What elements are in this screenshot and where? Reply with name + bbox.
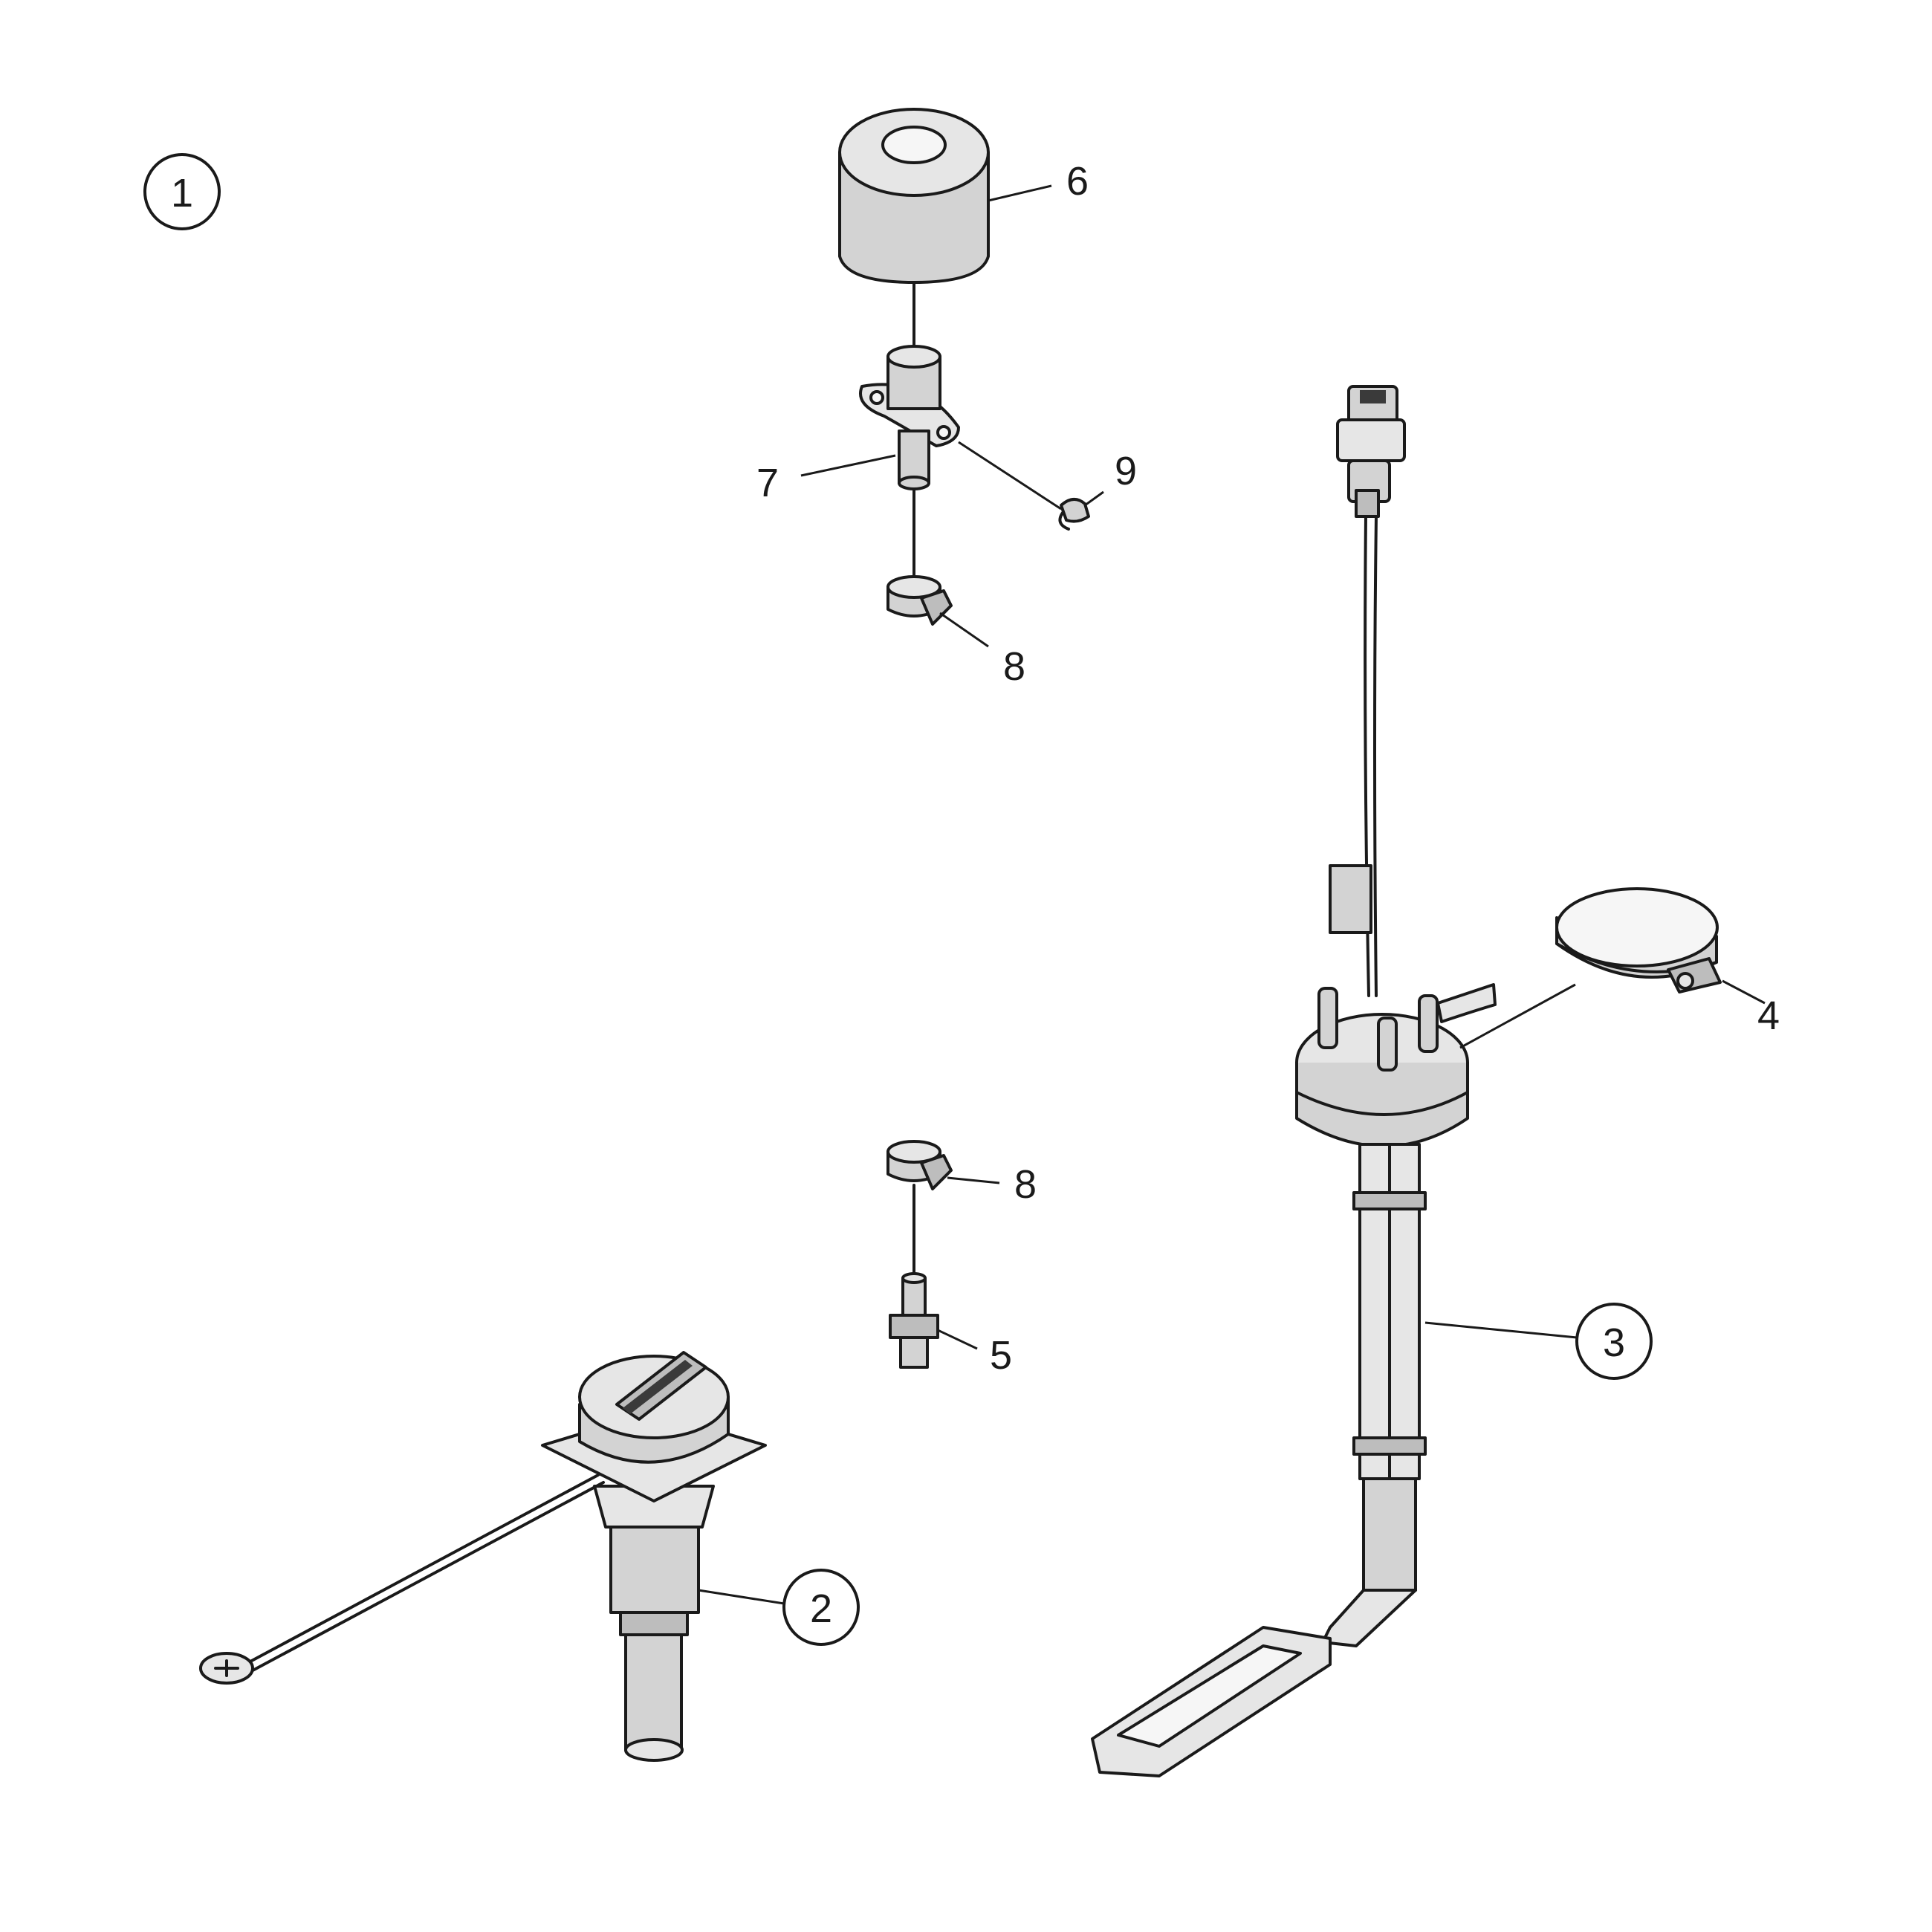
part-5-fitting [889, 1272, 939, 1369]
part-8-clamp-mid [886, 1140, 953, 1280]
part-3-pump-assembly [1091, 385, 1497, 1777]
svg-text:8: 8 [1014, 1162, 1037, 1207]
svg-text:3: 3 [1603, 1320, 1625, 1365]
part-7-flange-pipe [859, 345, 1062, 581]
callout-2: 2 [698, 1569, 860, 1646]
leader-4-to-assembly [1459, 983, 1576, 1049]
svg-text:9: 9 [1115, 449, 1137, 493]
callout-5: 5 [937, 1329, 1012, 1378]
svg-text:4: 4 [1757, 993, 1780, 1038]
part-8-clamp-top [886, 575, 953, 626]
callout-8-mid: 8 [947, 1162, 1037, 1207]
callout-3: 3 [1424, 1303, 1653, 1380]
part-4-band-clamp [1555, 887, 1722, 993]
callout-6: 6 [988, 159, 1089, 204]
svg-text:5: 5 [990, 1333, 1012, 1378]
callout-9: 9 [1084, 449, 1137, 507]
callout-7: 7 [756, 454, 896, 505]
svg-text:6: 6 [1066, 159, 1089, 204]
svg-text:2: 2 [810, 1586, 832, 1631]
callout-8-top: 8 [939, 612, 1025, 689]
svg-text:1: 1 [171, 171, 193, 215]
svg-text:7: 7 [756, 461, 779, 505]
part-2-filler-neck [199, 1351, 767, 1762]
part-9-clip [1058, 498, 1090, 531]
callout-4: 4 [1722, 979, 1780, 1038]
part-6-filter [838, 108, 990, 358]
assembly-callout-1: 1 [143, 153, 221, 230]
svg-text:8: 8 [1003, 644, 1025, 689]
